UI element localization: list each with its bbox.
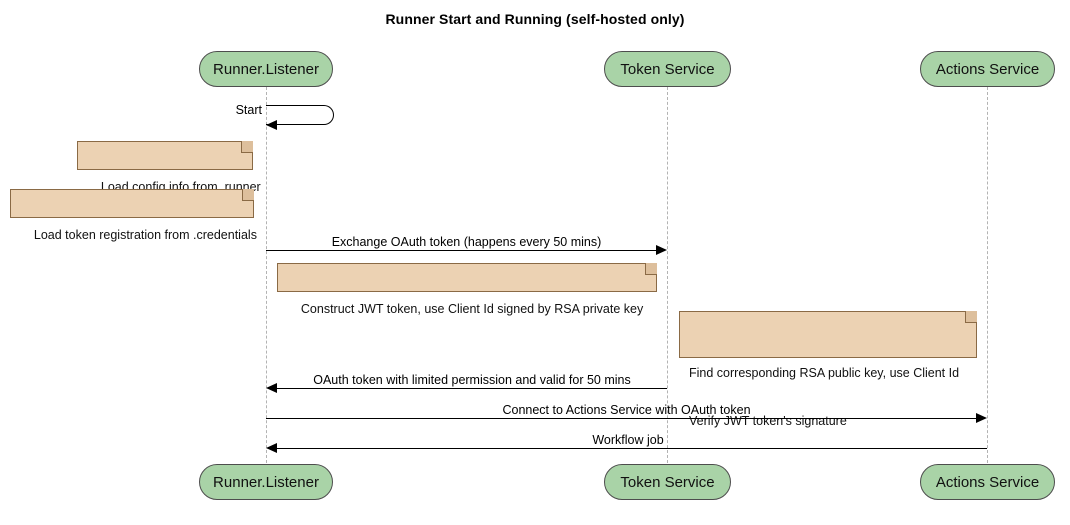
message-label-connect-actions-service: Connect to Actions Service with OAuth to… — [502, 403, 751, 417]
participant-token-service-top[interactable]: Token Service — [604, 51, 731, 87]
note-fold-icon — [965, 311, 977, 323]
lifeline-token — [667, 87, 668, 463]
message-label-start: Start — [235, 103, 262, 117]
note-load-token-registration: Load token registration from .credential… — [10, 189, 257, 242]
message-line-connect-actions-service — [266, 418, 978, 419]
participant-label: Actions Service — [935, 473, 1040, 491]
message-arrowhead-connect-actions-service — [976, 413, 987, 423]
message-self-loop-start — [266, 105, 334, 125]
note-text: Construct JWT token, use Client Id signe… — [300, 302, 644, 316]
participant-label: Actions Service — [935, 60, 1040, 78]
participant-label: Runner.Listener — [213, 473, 319, 491]
note-load-config-info: Load config info from .runner — [77, 141, 261, 194]
note-text: Load token registration from .credential… — [33, 228, 257, 242]
note-fold-icon — [645, 263, 657, 275]
message-arrowhead-start — [266, 120, 277, 130]
participant-actions-service-bottom[interactable]: Actions Service — [920, 464, 1055, 500]
message-arrowhead-oauth-token-limited — [266, 383, 277, 393]
participant-label: Runner.Listener — [213, 60, 319, 78]
lifeline-runner — [266, 87, 267, 463]
message-arrowhead-workflow-job — [266, 443, 277, 453]
participant-token-service-bottom[interactable]: Token Service — [604, 464, 731, 500]
message-line-oauth-token-limited — [275, 388, 667, 389]
note-find-rsa-public-key: Find corresponding RSA public key, use C… — [679, 311, 977, 428]
note-construct-jwt-token: Construct JWT token, use Client Id signe… — [277, 263, 657, 316]
note-text-line2: Verify JWT token's signature — [689, 414, 847, 428]
participant-label: Token Service — [620, 60, 715, 78]
page-title: Runner Start and Running (self-hosted on… — [385, 11, 685, 27]
message-label-exchange-oauth-token: Exchange OAuth token (happens every 50 m… — [331, 235, 602, 249]
message-label-oauth-token-limited: OAuth token with limited permission and … — [313, 373, 631, 387]
lifeline-actions — [987, 87, 988, 463]
message-line-workflow-job — [275, 448, 987, 449]
note-text-line1: Find corresponding RSA public key, use C… — [689, 366, 960, 380]
participant-label: Token Service — [620, 473, 715, 491]
message-line-exchange-oauth-token — [266, 250, 658, 251]
participant-runner-listener-top[interactable]: Runner.Listener — [199, 51, 333, 87]
note-fold-icon — [242, 189, 254, 201]
note-fold-icon — [241, 141, 253, 153]
participant-actions-service-top[interactable]: Actions Service — [920, 51, 1055, 87]
message-arrowhead-exchange-oauth-token — [656, 245, 667, 255]
participant-runner-listener-bottom[interactable]: Runner.Listener — [199, 464, 333, 500]
message-label-workflow-job: Workflow job — [592, 433, 664, 447]
